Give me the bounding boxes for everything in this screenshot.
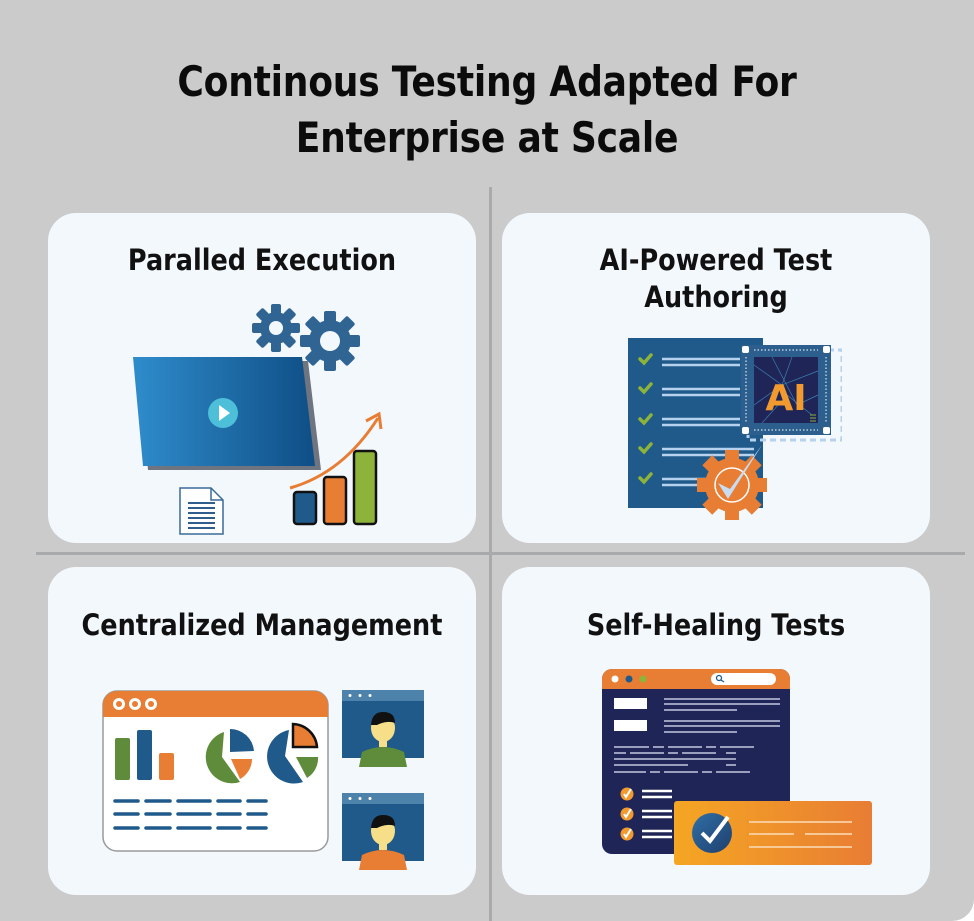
card-title: Self-Healing Tests — [586, 608, 846, 642]
document-icon — [179, 487, 224, 535]
card-title-line-2: Authoring — [644, 280, 788, 314]
trend-arrow-icon — [289, 417, 380, 490]
card-title: AI-Powered Test Authoring — [528, 242, 905, 316]
check-badge-card-icon — [674, 801, 872, 865]
card-self-healing-tests: Self-Healing Tests — [502, 567, 930, 895]
self-healing-illustration — [602, 667, 877, 872]
ai-authoring-illustration: AI — [622, 335, 842, 535]
page-title-line-2: Enterprise at Scale — [295, 113, 679, 162]
card-paralled-execution: Paralled Execution — [48, 213, 476, 543]
laptop-play-icon — [133, 357, 321, 470]
user-video-icon — [342, 793, 424, 870]
checklist-icon — [620, 787, 672, 841]
horizontal-divider — [36, 552, 965, 555]
ai-chip-icon: AI — [741, 345, 842, 442]
gear-check-icon — [697, 445, 767, 520]
page-title-line-1: Continous Testing Adapted For — [177, 57, 797, 106]
card-title-line-1: AI-Powered Test — [599, 243, 833, 277]
paralled-execution-illustration — [128, 293, 398, 538]
page-title: Continous Testing Adapted For Enterprise… — [68, 54, 906, 166]
user-video-icon — [342, 690, 424, 767]
card-title: Centralized Management — [81, 608, 443, 642]
growth-bar-chart-icon — [292, 449, 378, 526]
bar-chart-icon — [115, 730, 174, 780]
search-icon — [715, 674, 725, 683]
card-ai-powered-test-authoring: AI-Powered Test Authoring — [502, 213, 930, 543]
dashboard-window-icon — [102, 690, 329, 852]
card-centralized-management: Centralized Management — [48, 567, 476, 895]
ai-chip-label: AI — [765, 378, 806, 419]
centralized-management-illustration — [100, 685, 430, 885]
card-title: Paralled Execution — [127, 243, 397, 277]
pie-chart-icon — [205, 722, 319, 784]
gears-icon — [252, 304, 360, 371]
